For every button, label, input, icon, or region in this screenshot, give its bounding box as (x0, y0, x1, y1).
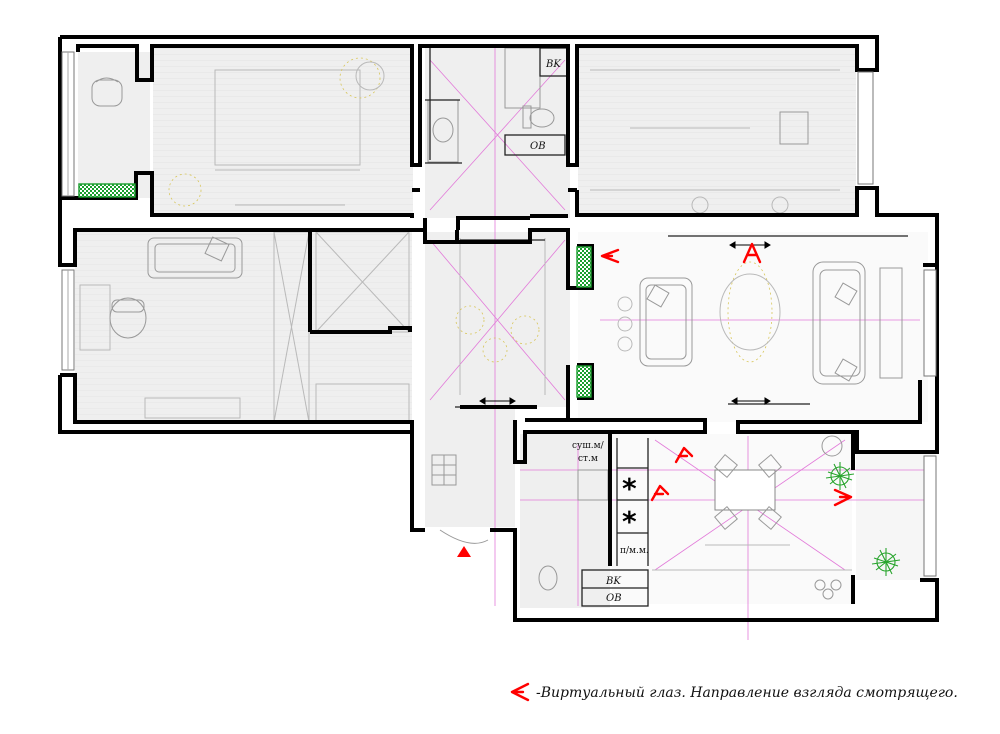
asterisk-icon: * (622, 472, 637, 505)
eye-marker-icon (742, 242, 762, 264)
kitchen-symbols: * * (622, 472, 637, 538)
eye-marker-icon (650, 484, 670, 502)
legend-text: -Виртуальный глаз. Направление взгляда с… (536, 685, 958, 701)
room-labels: BK OB суш.м/ ст.м п/м.м. BK OB (530, 59, 649, 604)
label-kitchen-upper-2: ст.м (578, 454, 598, 464)
eye-marker-icon (674, 446, 694, 464)
bathroom-top (425, 48, 570, 218)
bed (214, 69, 361, 166)
radiator-balcony (78, 183, 136, 198)
sofa-living-right (812, 261, 866, 385)
balcony-right (856, 452, 936, 580)
eye-marker-icon (600, 248, 620, 264)
coffee-table (727, 261, 773, 363)
label-ov-top: OB (530, 141, 546, 152)
plants (825, 462, 901, 576)
virtual-eye-markers (457, 242, 853, 557)
entry (425, 407, 515, 527)
balcony-top-left (78, 52, 150, 198)
label-kitchen-lower: п/м.м. (620, 546, 649, 556)
office-chair (109, 297, 147, 339)
furniture (79, 47, 903, 600)
bathroom-bottom (520, 434, 610, 608)
radiators (78, 183, 592, 398)
toilet-bottom (538, 565, 558, 591)
eye-marker-icon (833, 488, 853, 507)
sofa-study (147, 236, 243, 279)
label-kitchen-upper: суш.м/ (572, 441, 605, 451)
label-vk-top: BK (545, 59, 561, 70)
armchair-balcony (91, 77, 123, 107)
entry-triangle-icon (457, 546, 471, 557)
sofa-living-left (639, 277, 693, 367)
radiator-living-top (576, 246, 592, 288)
dining-set (705, 454, 790, 546)
plant-1 (825, 462, 855, 490)
legend-eye-icon (510, 682, 530, 702)
toilet-top (529, 108, 555, 128)
asterisk-icon: * (622, 505, 637, 538)
living-room (578, 232, 928, 422)
walls (58, 35, 939, 622)
legend: -Виртуальный глаз. Направление взгляда с… (510, 682, 958, 702)
label-ov-bottom: OB (606, 593, 622, 604)
radiator-living-bottom (576, 365, 592, 398)
sliding-door-arrows (479, 241, 771, 405)
windows (61, 51, 937, 577)
plant-2 (871, 548, 901, 576)
label-vk-bottom: BK (605, 576, 621, 587)
room-fills (75, 48, 936, 608)
